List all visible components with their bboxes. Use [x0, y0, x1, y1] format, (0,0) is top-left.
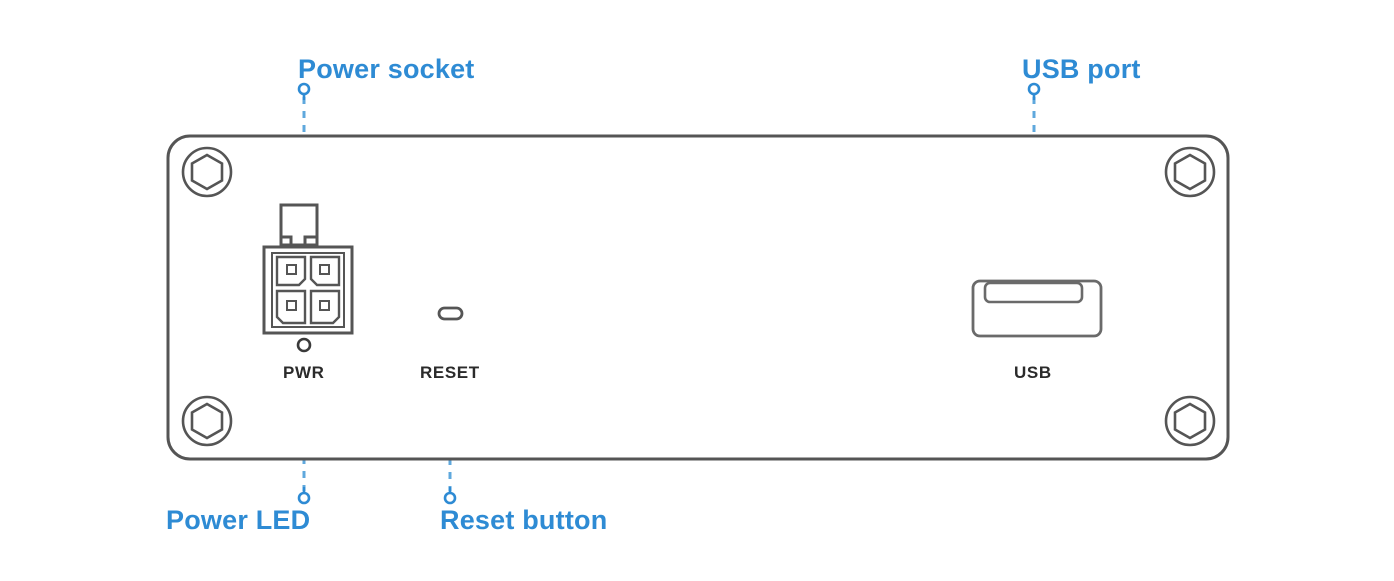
screw-top-right-icon [1164, 146, 1216, 198]
callout-label-usb-port: USB port [1022, 54, 1141, 84]
screw-bottom-left-icon [181, 395, 233, 447]
callout-marker-power-led [297, 487, 311, 505]
callout-label-reset-button: Reset button [440, 505, 608, 535]
power-led-indicator-icon [296, 337, 312, 353]
callout-label-power-socket: Power socket [298, 54, 475, 84]
screw-top-left-icon [181, 146, 233, 198]
callout-label-power-led: Power LED [166, 505, 311, 535]
panel-outline [166, 134, 1230, 461]
callout-marker-reset-button [443, 487, 457, 505]
corner-screws [181, 146, 1216, 447]
usb-port-icon [971, 279, 1103, 338]
reset-button-icon[interactable] [437, 306, 464, 321]
screw-bottom-right-icon [1164, 395, 1216, 447]
callout-marker-usb-port [1027, 82, 1041, 100]
port-label-pwr: PWR [283, 363, 325, 382]
power-connector-icon [262, 203, 354, 335]
port-label-usb: USB [1014, 363, 1052, 382]
port-label-reset: RESET [420, 363, 480, 382]
callout-markers [297, 82, 1041, 505]
callout-marker-power-socket [297, 82, 311, 100]
